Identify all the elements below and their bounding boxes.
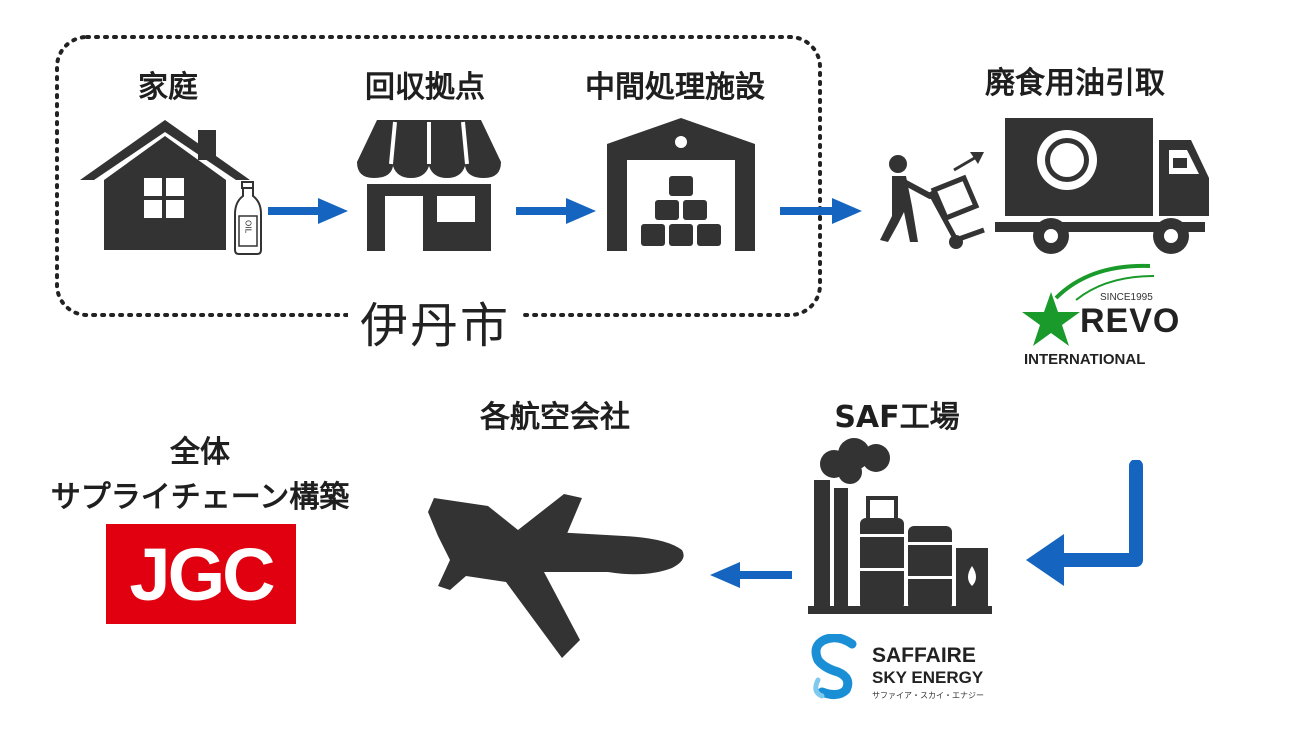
airplane-icon (428, 494, 684, 658)
factory-icon (808, 438, 992, 614)
airlines-label: 各航空会社 (480, 400, 630, 435)
revo-name: REVO (1080, 302, 1181, 340)
house-icon (80, 120, 250, 250)
store-icon (357, 120, 501, 251)
return-arrow-icon (1026, 460, 1143, 586)
intermediate-facility-label: 中間処理施設 (585, 70, 765, 105)
supply-chain-line2: サプライチェーン構築 (50, 480, 350, 515)
saffaire-sky-energy-logo: SAFFAIRE SKY ENERGY サファイア・スカイ・エナジー (806, 630, 1006, 706)
saffaire-kana: サファイア・スカイ・エナジー (872, 691, 984, 700)
arrow-left-icon (710, 562, 792, 588)
revo-subtitle: INTERNATIONAL (1024, 351, 1146, 368)
oil-pickup-label: 廃食用油引取 (985, 66, 1165, 101)
city-group-label: 伊丹市 (348, 286, 523, 356)
revo-swoosh-icon (1054, 263, 1155, 301)
warehouse-icon (607, 118, 755, 251)
saffaire-s-icon (811, 634, 857, 700)
arrow-right-icon (780, 198, 862, 224)
hand-truck-worker-icon (880, 152, 985, 249)
household-label: 家庭 (138, 70, 198, 105)
revo-since: SINCE1995 (1100, 292, 1153, 303)
oil-bottle-icon (234, 181, 262, 255)
collection-point-label: 回収拠点 (365, 70, 485, 105)
saffaire-subtitle: SKY ENERGY (872, 668, 984, 687)
arrow-right-icon (516, 198, 596, 224)
revo-star-icon (1022, 292, 1080, 346)
oil-bottle-text: OIL (243, 219, 253, 234)
jgc-logo: JGC (106, 524, 296, 624)
saf-plant-label: SAF工場 (834, 400, 960, 435)
revo-international-logo: SINCE1995 REVO INTERNATIONAL (1020, 262, 1179, 374)
arrow-right-icon (268, 198, 348, 224)
truck-icon (995, 118, 1209, 254)
saffaire-name: SAFFAIRE (872, 644, 976, 667)
supply-chain-line1: 全体 (170, 435, 230, 470)
